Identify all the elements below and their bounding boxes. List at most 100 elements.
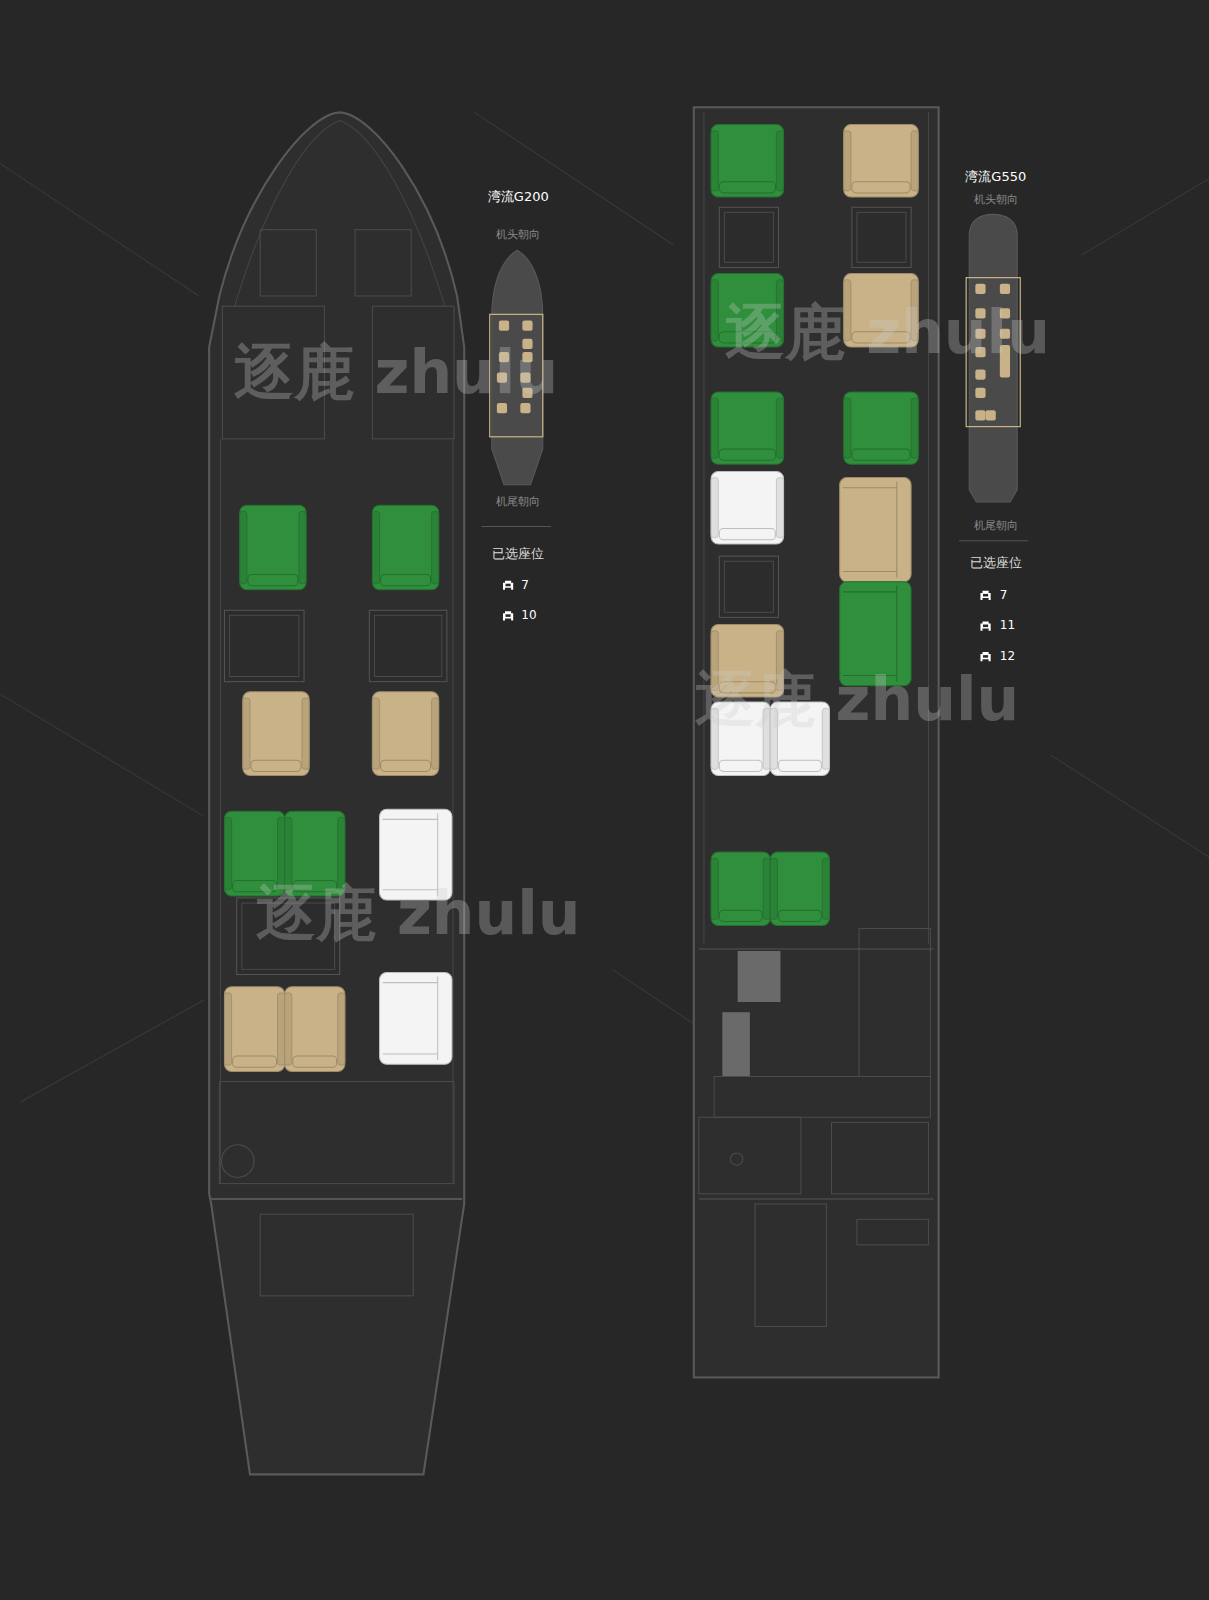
seat: [372, 505, 438, 590]
watermark: 逐鹿 zhulu: [725, 296, 1050, 368]
seat-body: [243, 692, 309, 776]
seat-armrest: [224, 993, 231, 1065]
cabin-wall: [220, 439, 221, 1184]
seat-armrest: [711, 858, 718, 919]
seat-back: [719, 182, 775, 193]
seat-armrest: [302, 698, 309, 769]
seat-armrest: [285, 993, 292, 1065]
seat-icon-cushion: [983, 625, 988, 628]
seat-number: 7: [521, 577, 529, 591]
seat-armrest: [776, 131, 783, 191]
mini-seat: [522, 320, 532, 330]
cabin-fixture: [832, 1122, 929, 1193]
seat-icon-cushion: [983, 655, 988, 658]
sofa-arm-line: [383, 1054, 438, 1055]
seat-number: 11: [1000, 618, 1015, 632]
seat-armrest: [432, 698, 439, 769]
seat-icon-shape: [503, 581, 513, 590]
seat: [711, 392, 783, 464]
seat-armrest: [822, 858, 829, 919]
tail-direction: 机尾朝向: [974, 520, 1018, 533]
seat-back: [778, 760, 821, 771]
galley-block: [738, 951, 781, 1002]
seat-back: [778, 910, 821, 921]
cabin-divider: [699, 948, 934, 949]
seat: [240, 505, 306, 590]
seat-icon: [503, 581, 513, 590]
seat-body: [711, 471, 783, 543]
cabin-fixture: [714, 1076, 930, 1117]
fixture-circle: [731, 1153, 743, 1165]
table: [852, 207, 911, 267]
seat-armrest: [243, 698, 250, 769]
cabin-fixture: [219, 1082, 454, 1184]
cabin-fixture: [699, 1117, 801, 1194]
nose-direction: 机头朝向: [974, 193, 1018, 206]
seat-armrest: [776, 398, 783, 458]
seat-body: [224, 987, 284, 1072]
nose-direction: 机头朝向: [496, 228, 540, 241]
seat-back: [381, 575, 431, 586]
seat-armrest: [776, 478, 783, 538]
selected-heading: 已选座位: [970, 555, 1022, 571]
table: [719, 207, 778, 267]
mini-seat: [1000, 284, 1010, 294]
cabin-divider: [699, 1198, 934, 1199]
tail-direction: 机尾朝向: [496, 495, 540, 508]
table: [224, 610, 304, 681]
seat-body: [844, 392, 918, 464]
cabin-fixture: [859, 929, 930, 1077]
decor-line: [474, 112, 673, 245]
sofa-arm-line: [383, 982, 438, 983]
cabin-wall: [703, 112, 704, 944]
sofa-body: [380, 972, 452, 1064]
selected-heading: 已选座位: [492, 546, 544, 562]
decor-line: [1081, 179, 1209, 256]
watermark: 逐鹿 zhulu: [256, 877, 581, 949]
table-inner: [374, 615, 441, 676]
seat-icon: [980, 652, 990, 661]
seat-number: 7: [1000, 588, 1008, 602]
cabin-wall: [452, 439, 453, 1184]
watermark: 逐鹿 zhulu: [234, 336, 559, 408]
seat-back: [719, 910, 762, 921]
seat: [844, 125, 918, 197]
seat-icon-cushion: [506, 614, 511, 617]
sofa-back-line: [896, 482, 897, 578]
seat-body: [372, 692, 438, 776]
seat-back: [381, 760, 431, 771]
seat: [224, 987, 284, 1072]
cabin-fixture: [260, 230, 316, 296]
mini-seat: [975, 284, 985, 294]
table: [369, 610, 447, 681]
seat-back: [233, 1056, 277, 1067]
panel-divider: [482, 526, 551, 527]
seat: [770, 852, 829, 925]
seat: [711, 125, 783, 197]
table: [719, 556, 778, 617]
table-inner: [724, 212, 773, 262]
sofa-back-line: [437, 977, 438, 1061]
seat-body: [711, 125, 783, 197]
seat-back: [852, 449, 910, 460]
sofa: [840, 478, 911, 582]
seat: [711, 852, 770, 925]
cockpit-line: [235, 121, 445, 307]
seat-armrest: [844, 131, 851, 191]
seat-back: [719, 760, 762, 771]
seat-icon: [980, 591, 990, 600]
fixture-circle: [221, 1145, 254, 1178]
seat-armrest: [432, 511, 439, 583]
fuselage-outline: [209, 112, 464, 1474]
seat-icon-shape: [980, 652, 990, 661]
watermark: 逐鹿 zhulu: [695, 663, 1020, 735]
decor-line: [20, 1000, 204, 1102]
table-inner: [724, 561, 773, 612]
seat-body: [711, 852, 770, 925]
seat-armrest: [711, 131, 718, 191]
seat-armrest: [711, 398, 718, 458]
seat-armrest: [372, 511, 379, 583]
seat-body: [844, 125, 918, 197]
seat-back: [719, 529, 775, 540]
